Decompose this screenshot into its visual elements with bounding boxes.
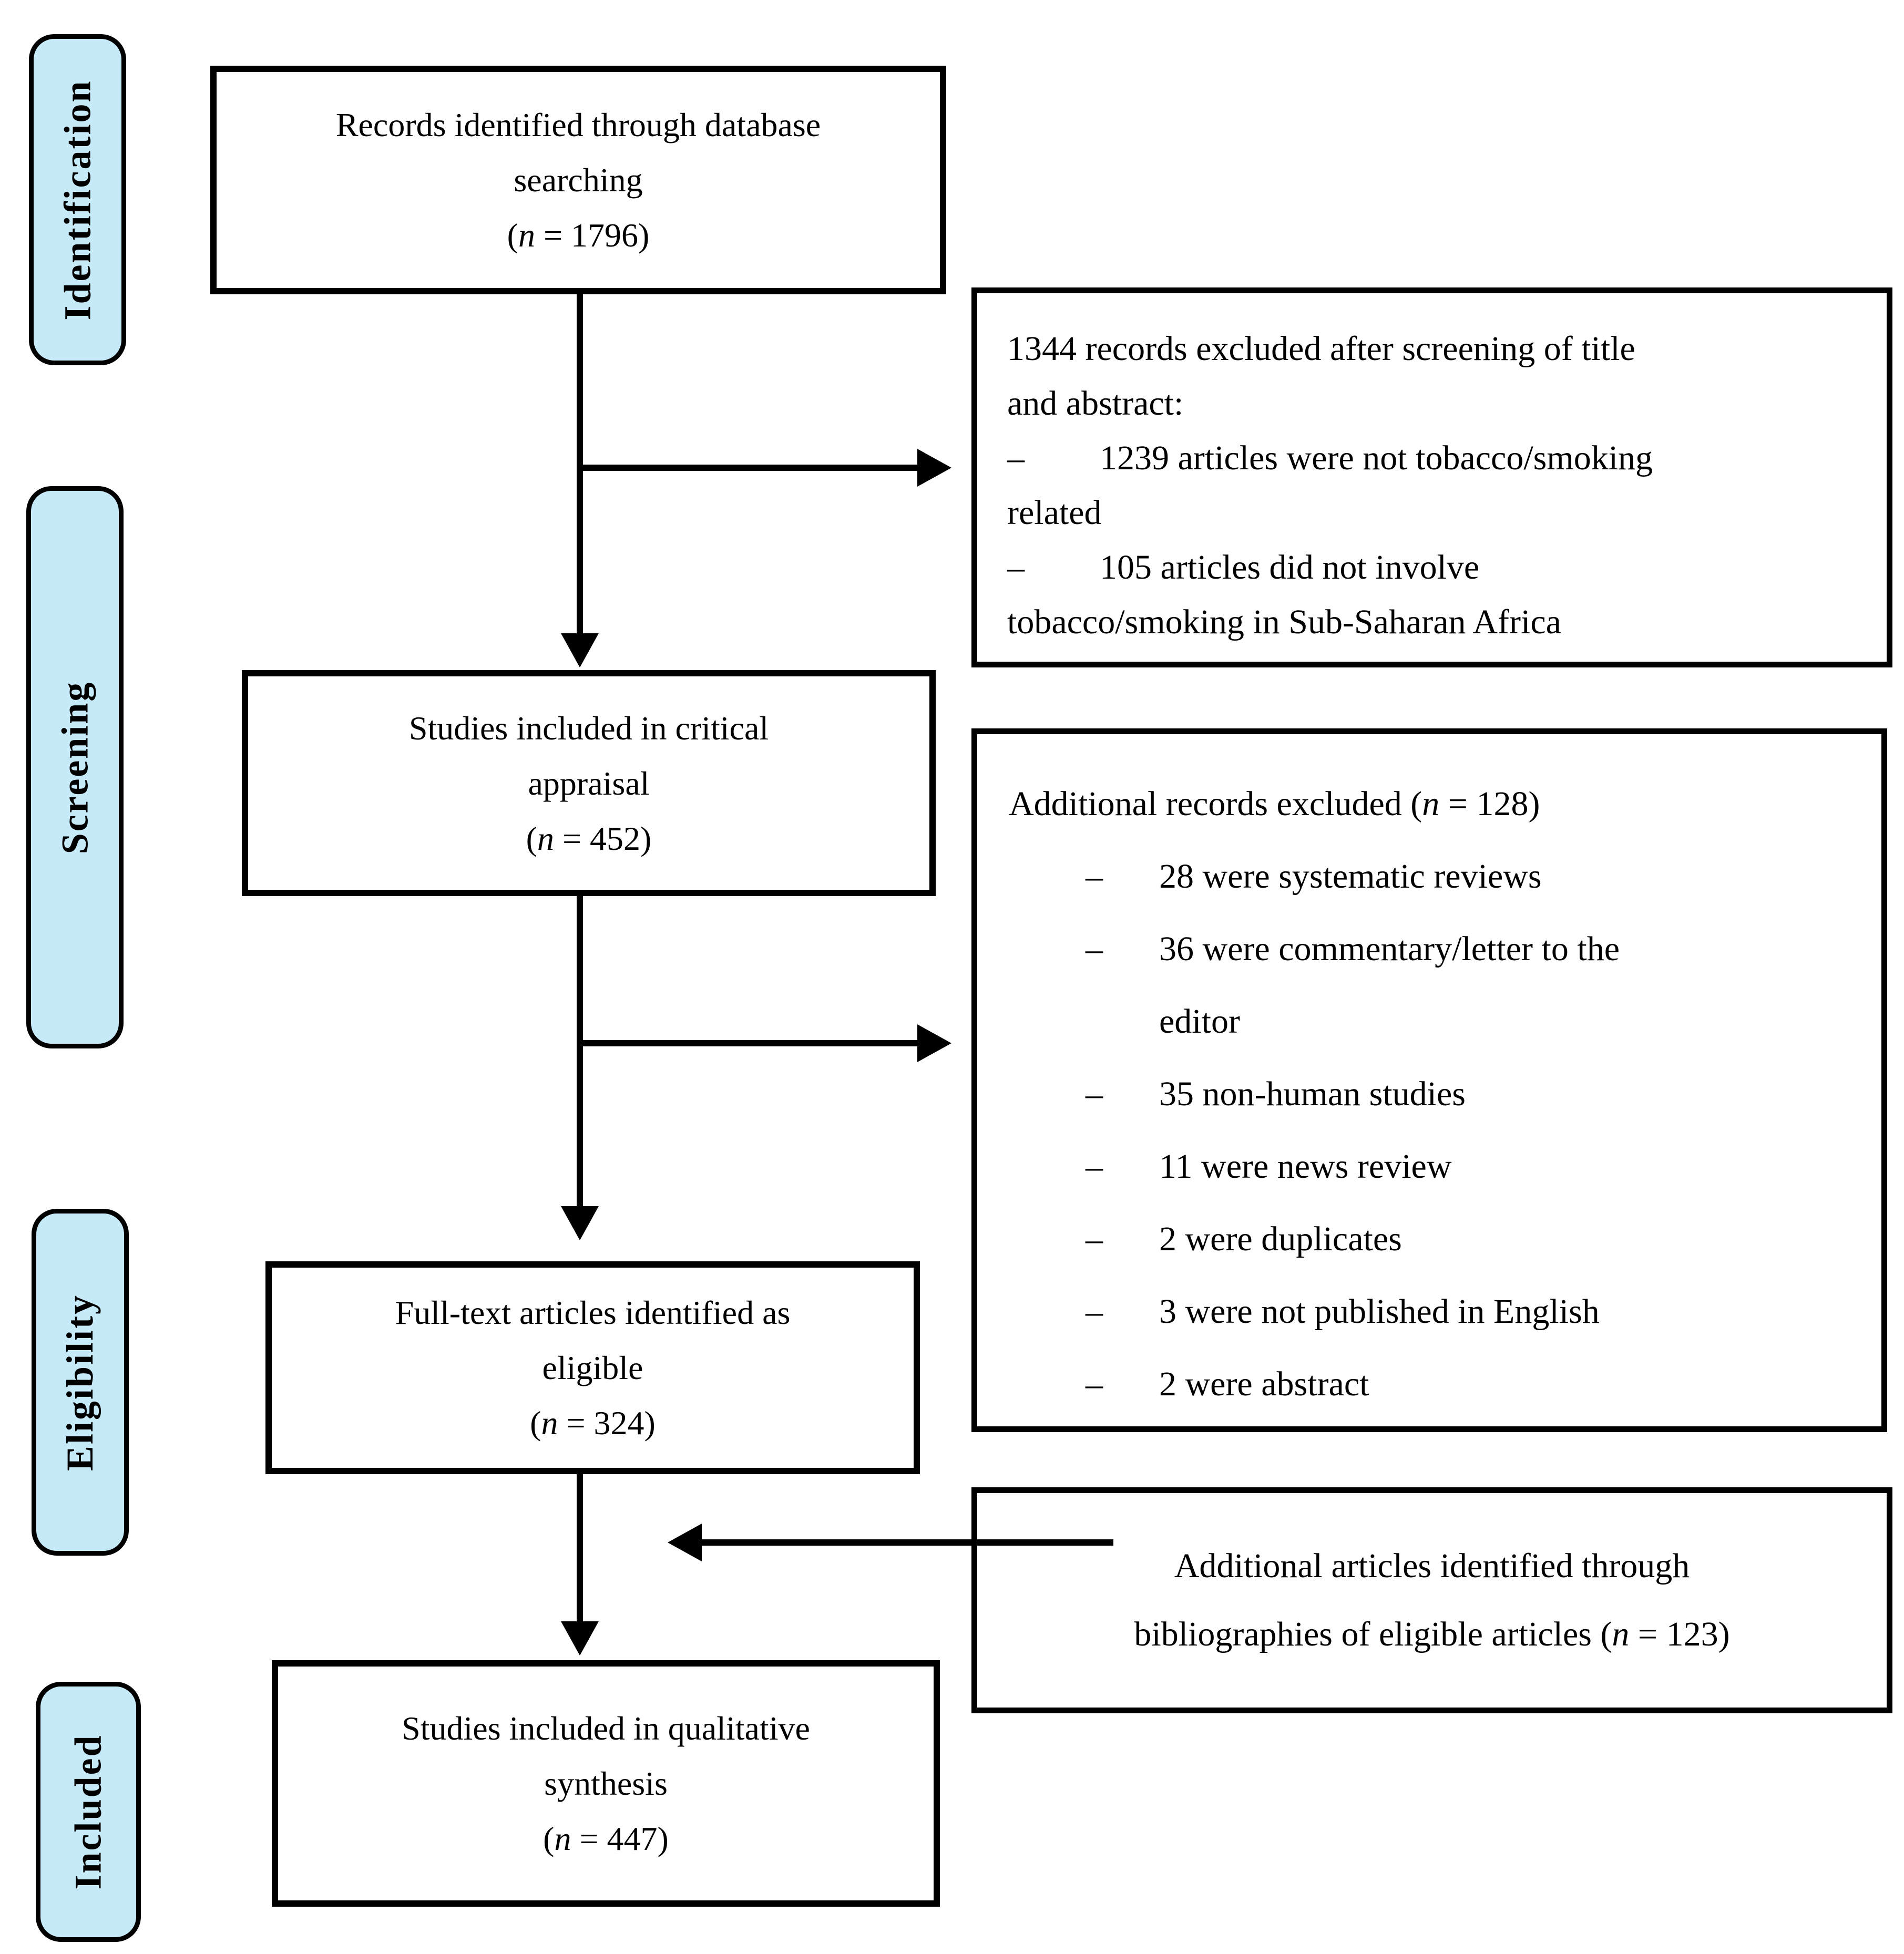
stage-label-identification: Identification bbox=[29, 34, 126, 365]
box-text-line: appraisal bbox=[528, 764, 650, 802]
stage-label-text: Included bbox=[67, 1734, 109, 1890]
box-text-line: synthesis bbox=[544, 1765, 668, 1802]
stage-label-included: Included bbox=[36, 1682, 141, 1942]
box-text-line: bibliographies of eligible articles (n =… bbox=[1134, 1615, 1730, 1653]
box-fulltext-eligible: Full-text articles identified as eligibl… bbox=[265, 1261, 920, 1474]
box-text-line: eligible bbox=[542, 1349, 643, 1386]
exclusion-item: –2 were duplicates bbox=[1086, 1220, 1402, 1258]
exclusion-item: –3 were not published in English bbox=[1086, 1292, 1600, 1331]
box-qualitative-synthesis: Studies included in qualitative synthesi… bbox=[272, 1660, 940, 1907]
box-critical-appraisal: Studies included in critical appraisal (… bbox=[242, 670, 936, 896]
box-count-line: (n = 452) bbox=[526, 819, 652, 857]
box-text-line: Records identified through database bbox=[335, 106, 821, 143]
box-text-line: Additional articles identified through bbox=[1174, 1547, 1690, 1585]
stage-label-eligibility: Eligibility bbox=[32, 1209, 129, 1556]
box-additional-records-excluded: Additional records excluded (n = 128) –2… bbox=[971, 728, 1887, 1432]
exclusion-item: –1239 articles were not tobacco/smoking bbox=[1007, 439, 1653, 477]
box-text-line: Studies included in qualitative bbox=[402, 1710, 810, 1747]
exclusion-item-continuation: editor bbox=[1159, 1002, 1240, 1041]
stage-label-text: Identification bbox=[56, 79, 99, 321]
box-count-line: (n = 324) bbox=[530, 1404, 656, 1442]
exclusion-item: –28 were systematic reviews bbox=[1086, 857, 1542, 896]
exclusion-title: Additional records excluded (n = 128) bbox=[1009, 785, 1540, 823]
box-count-line: (n = 1796) bbox=[507, 217, 650, 254]
exclusion-item: –35 non-human studies bbox=[1086, 1075, 1466, 1113]
box-records-identified: Records identified through database sear… bbox=[210, 66, 946, 294]
box-text-line: Full-text articles identified as bbox=[395, 1294, 791, 1331]
exclusion-line: tobacco/smoking in Sub-Saharan Africa bbox=[1007, 603, 1561, 641]
box-additional-articles-bibliographies: Additional articles identified through b… bbox=[971, 1487, 1892, 1713]
exclusion-item: –105 articles did not involve bbox=[1007, 548, 1480, 587]
stage-label-screening: Screening bbox=[26, 486, 124, 1048]
exclusion-line: 1344 records excluded after screening of… bbox=[1007, 330, 1635, 368]
stage-label-text: Screening bbox=[54, 681, 96, 854]
box-count-line: (n = 447) bbox=[543, 1820, 669, 1857]
exclusion-line: and abstract: bbox=[1007, 384, 1184, 423]
box-text-line: searching bbox=[514, 161, 643, 199]
exclusion-line: related bbox=[1007, 493, 1102, 532]
exclusion-item: –36 were commentary/letter to the bbox=[1086, 930, 1620, 968]
stage-label-text: Eligibility bbox=[59, 1293, 101, 1471]
exclusion-item: –2 were abstract bbox=[1086, 1365, 1369, 1403]
box-excluded-title-abstract: 1344 records excluded after screening of… bbox=[971, 287, 1892, 667]
box-text-line: Studies included in critical bbox=[408, 709, 769, 747]
exclusion-item: –11 were news review bbox=[1086, 1147, 1452, 1186]
